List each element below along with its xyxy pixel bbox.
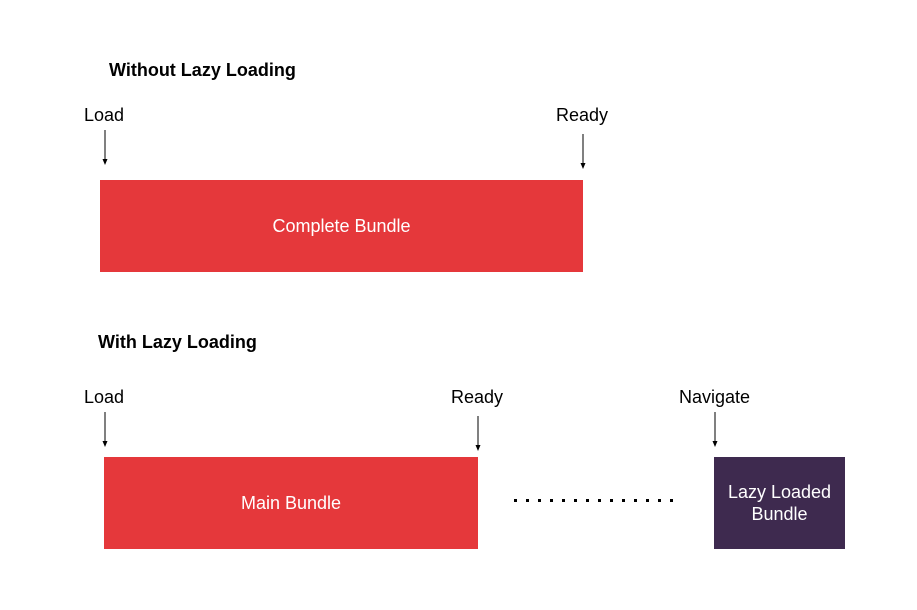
- down-arrow-icon: [473, 416, 483, 452]
- complete-bundle-label: Complete Bundle: [272, 216, 411, 236]
- load-label: Load: [84, 387, 125, 407]
- down-arrow-icon: [100, 130, 110, 166]
- complete-bundle-bar: Complete Bundle: [100, 180, 583, 272]
- main-bundle-label: Main Bundle: [240, 493, 342, 513]
- dotted-gap-line: [514, 499, 673, 502]
- lazy-loaded-bundle-bar: Lazy Loaded Bundle: [714, 457, 845, 549]
- down-arrow-icon: [710, 412, 720, 448]
- load-label: Load: [84, 105, 125, 125]
- main-bundle-bar: Main Bundle: [104, 457, 478, 549]
- ready-label: Ready: [451, 387, 504, 407]
- ready-label: Ready: [556, 105, 609, 125]
- with-lazy-heading: With Lazy Loading: [98, 332, 257, 352]
- lazy-loaded-bundle-label: Lazy Loaded Bundle: [727, 482, 832, 524]
- down-arrow-icon: [100, 412, 110, 448]
- without-lazy-heading: Without Lazy Loading: [109, 60, 296, 80]
- down-arrow-icon: [578, 134, 588, 170]
- navigate-label: Navigate: [679, 387, 751, 407]
